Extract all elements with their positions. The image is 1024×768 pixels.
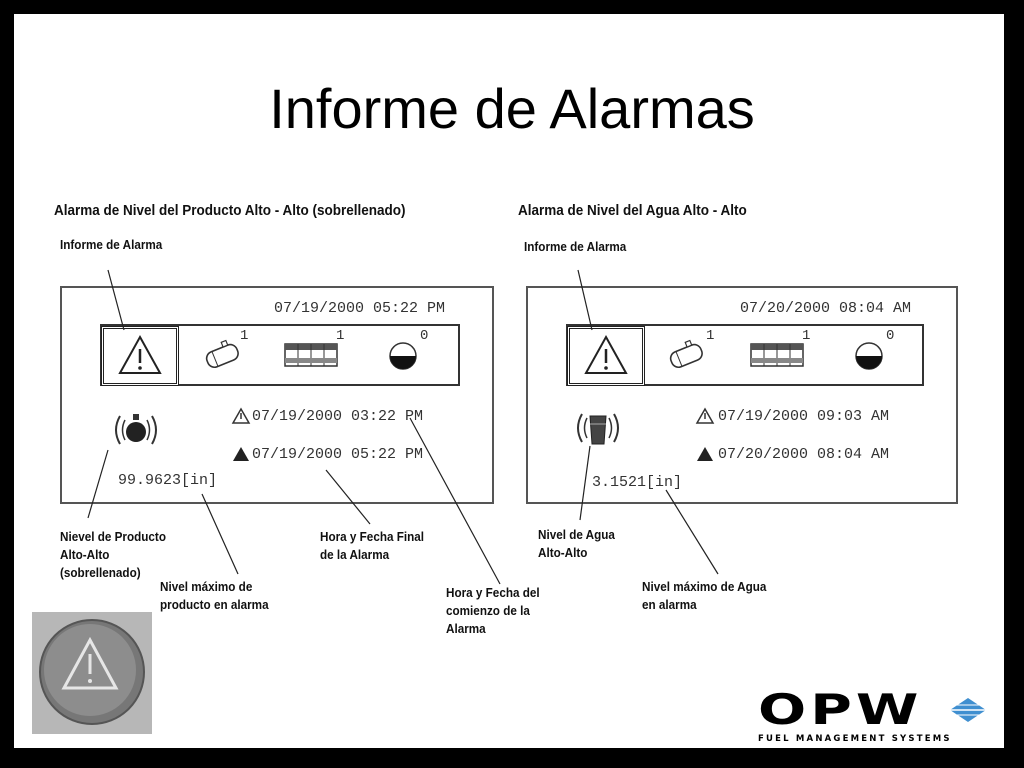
left-reading: 99.9623[in] xyxy=(118,472,218,489)
left-warning-box[interactable] xyxy=(101,326,179,386)
tank-icon xyxy=(669,339,703,369)
right-warning-box[interactable] xyxy=(567,326,645,386)
tank-icon xyxy=(205,339,239,369)
left-callout-max-line2: producto en alarma xyxy=(160,597,269,612)
left-callout-max-line1: Nivel máximo de xyxy=(160,579,253,594)
logo-name: OPW xyxy=(758,685,923,734)
warning-triangle-icon xyxy=(118,334,162,374)
center-callout-start-line3: Alarma xyxy=(446,621,486,636)
level-gauge-icon xyxy=(855,342,883,370)
left-callout-max: Nivel máximo de producto en alarma xyxy=(160,578,269,614)
left-level-leader xyxy=(87,449,109,519)
right-tank-count: 1 xyxy=(706,328,715,344)
left-heading: Alarma de Nivel del Producto Alto - Alto… xyxy=(54,202,406,219)
left-report-leader xyxy=(107,269,125,331)
start-warning-icon xyxy=(695,407,715,424)
left-probe-count: 1 xyxy=(336,328,345,344)
end-warning-icon xyxy=(233,447,249,461)
left-end-leader xyxy=(325,469,371,525)
left-level-count: 0 xyxy=(420,328,429,344)
left-callout-level-line3: (sobrellenado) xyxy=(60,565,141,580)
right-reading: 3.1521[in] xyxy=(592,474,683,491)
probe-icon xyxy=(750,343,804,367)
right-end-datetime: 07/20/2000 08:04 AM xyxy=(718,446,890,463)
left-callout-level-line1: Nievel de Producto xyxy=(60,529,166,544)
right-callout-level-line1: Nivel de Agua xyxy=(538,527,615,542)
badge-warning-icon xyxy=(39,619,145,725)
left-callout-end-line1: Hora y Fecha Final xyxy=(320,529,425,544)
alarm-bell-icon xyxy=(577,413,619,445)
logo-tagline: FUEL MANAGEMENT SYSTEMS xyxy=(758,734,952,744)
right-report-leader xyxy=(577,269,593,331)
right-callout-level-line2: Alto-Alto xyxy=(538,545,588,560)
right-level-count: 0 xyxy=(886,328,895,344)
left-tank-count: 1 xyxy=(240,328,249,344)
left-callout-level: Nievel de Producto Alto-Alto (sobrellena… xyxy=(60,528,166,582)
right-callout-max: Nivel máximo de Agua en alarma xyxy=(642,578,766,614)
callout-lines xyxy=(87,269,719,585)
center-callout-start-line1: Hora y Fecha del xyxy=(446,585,540,600)
center-callout-start-line2: comienzo de la xyxy=(446,603,530,618)
alarm-bell-icon xyxy=(115,414,157,445)
left-callout-end: Hora y Fecha Final de la Alarma xyxy=(320,528,424,564)
left-end-datetime: 07/19/2000 05:22 PM xyxy=(252,446,424,463)
left-header-datetime: 07/19/2000 05:22 PM xyxy=(274,300,446,317)
probe-icon xyxy=(284,343,338,367)
end-warning-icon xyxy=(697,447,713,461)
right-probe-count: 1 xyxy=(802,328,811,344)
right-heading: Alarma de Nivel del Agua Alto - Alto xyxy=(518,202,747,219)
right-report-label: Informe de Alarma xyxy=(524,239,627,254)
logo-diamond-icon xyxy=(950,698,986,722)
left-callout-level-line2: Alto-Alto xyxy=(60,547,110,562)
left-report-label: Informe de Alarma xyxy=(60,237,163,252)
right-callout-level: Nivel de Agua Alto-Alto xyxy=(538,526,615,562)
slide-title: Informe de Alarmas xyxy=(269,77,755,140)
start-warning-icon xyxy=(231,407,251,424)
center-callout-start: Hora y Fecha del comienzo de la Alarma xyxy=(446,584,540,638)
right-header-datetime: 07/20/2000 08:04 AM xyxy=(740,300,912,317)
right-callout-max-line2: en alarma xyxy=(642,597,697,612)
right-callout-max-line1: Nivel máximo de Agua xyxy=(642,579,767,594)
left-callout-end-line2: de la Alarma xyxy=(320,547,390,562)
start-leader xyxy=(409,417,501,585)
slide: Informe de Alarmas Alarma de Nivel del P… xyxy=(14,14,1004,748)
right-level-leader xyxy=(579,445,591,521)
opw-logo: OPW FUEL MANAGEMENT SYSTEMS xyxy=(758,689,986,744)
warning-triangle-icon xyxy=(584,334,628,374)
right-start-datetime: 07/19/2000 09:03 AM xyxy=(718,408,890,425)
left-start-datetime: 07/19/2000 03:22 PM xyxy=(252,408,424,425)
warning-badge xyxy=(32,612,152,734)
left-alarm-panel: 07/19/2000 05:22 PM 1 1 xyxy=(60,286,494,504)
level-gauge-icon xyxy=(389,342,417,370)
right-max-leader xyxy=(665,489,719,575)
right-alarm-panel: 07/20/2000 08:04 AM 1 1 xyxy=(526,286,958,504)
left-max-leader xyxy=(201,493,239,575)
